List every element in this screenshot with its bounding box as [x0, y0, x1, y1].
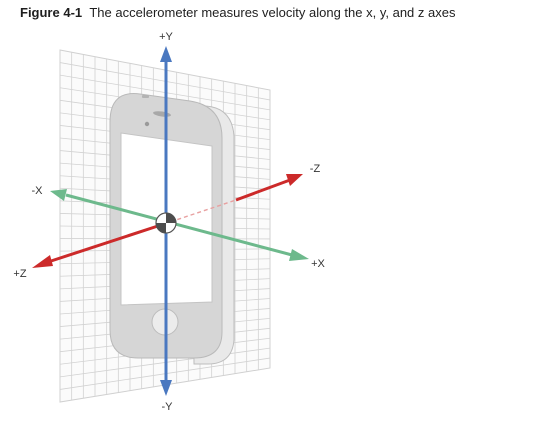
phone-camera	[144, 121, 150, 127]
y-axis-arrowhead-minus	[160, 380, 172, 396]
x-axis-line	[65, 193, 293, 257]
x-axis-arrowhead-minus	[50, 189, 67, 201]
x-axis-arrowhead-plus	[289, 249, 309, 261]
label-plus-y: +Y	[159, 31, 173, 43]
x-axis	[50, 189, 309, 261]
origin-quadrant-top-right	[166, 213, 176, 223]
figure-label: Figure 4-1	[20, 5, 83, 20]
label-plus-x: +X	[311, 258, 325, 270]
z-axis-arrowhead-plus	[32, 255, 53, 268]
label-plus-z: +Z	[13, 268, 26, 280]
phone-side-button	[142, 95, 149, 98]
origin-marker	[155, 212, 177, 234]
z-axis-line-back	[235, 178, 291, 202]
label-minus-z: -Z	[310, 163, 321, 175]
y-axis-arrowhead-plus	[160, 46, 172, 62]
label-minus-x: -X	[32, 185, 44, 197]
z-axis-arrowhead-minus	[286, 174, 303, 186]
label-minus-y: -Y	[162, 401, 174, 413]
origin-quadrant-bottom-left	[156, 223, 166, 233]
figure-caption: The accelerometer measures velocity alon…	[89, 5, 456, 20]
z-axis	[32, 174, 303, 268]
figure-title: Figure 4-1 The accelerometer measures ve…	[20, 5, 455, 20]
z-axis-line	[47, 222, 165, 264]
z-axis-hidden-segment	[163, 199, 237, 225]
